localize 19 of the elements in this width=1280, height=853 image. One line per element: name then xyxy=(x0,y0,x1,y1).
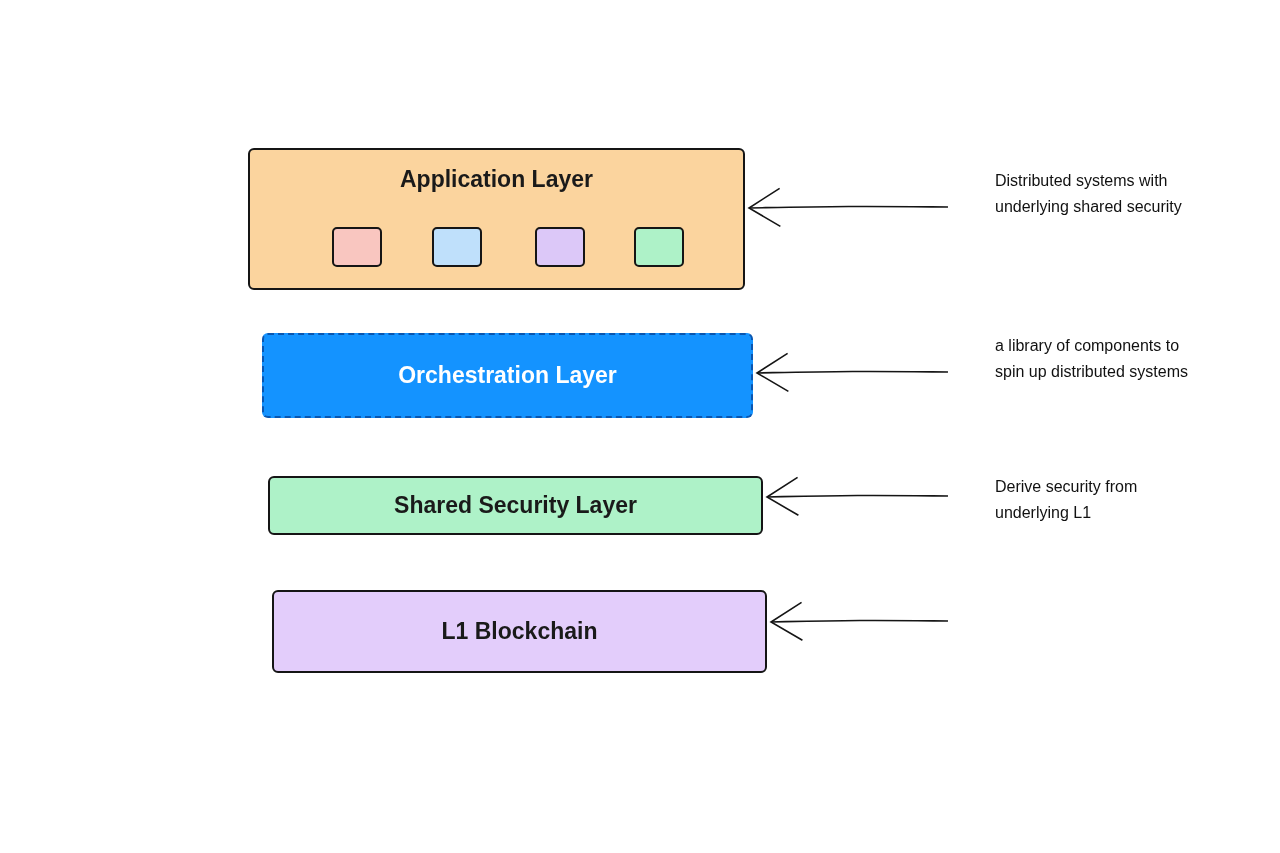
arrow xyxy=(748,187,949,228)
arrow xyxy=(756,352,949,393)
layer-box xyxy=(248,148,745,290)
arrow xyxy=(766,476,949,517)
note-text: a library of components to spin up distributed systems xyxy=(995,336,1189,382)
layer-box xyxy=(272,590,767,673)
layer-title: Application Layer xyxy=(400,166,593,193)
note-text: Derive security from underlying L1 xyxy=(995,477,1139,523)
component-box xyxy=(432,227,482,267)
component-box xyxy=(634,227,684,267)
note-text: Distributed systems with underlying shared security xyxy=(995,171,1183,217)
layer-title: Orchestration Layer xyxy=(398,362,617,389)
component-box xyxy=(535,227,585,267)
layer-title: L1 Blockchain xyxy=(441,618,598,645)
component-box xyxy=(332,227,382,267)
layer-title: Shared Security Layer xyxy=(394,492,637,519)
arrow xyxy=(770,601,949,642)
layer-box xyxy=(268,476,763,535)
layer-box xyxy=(262,333,753,418)
